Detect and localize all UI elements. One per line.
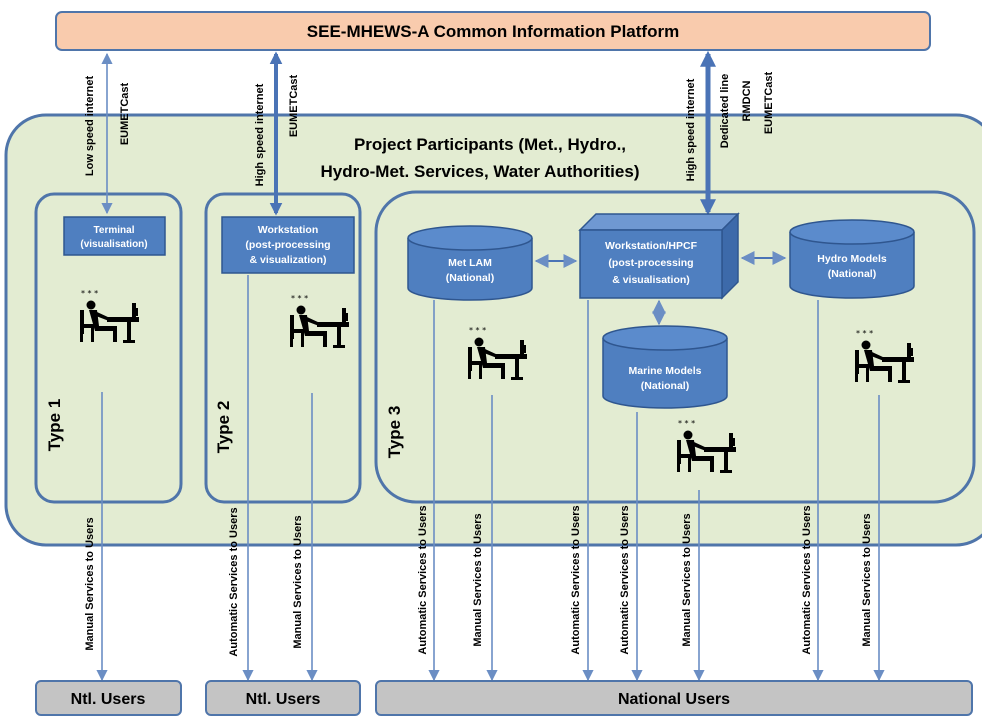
- met-lam-label: Met LAM: [448, 257, 492, 269]
- type1-label: Type 1: [45, 399, 64, 452]
- platform-title: SEE-MHEWS-A Common Information Platform: [307, 22, 679, 41]
- workstation-sublabel1: (post-processing: [245, 239, 330, 251]
- workstation-node: [221, 216, 355, 274]
- terminal-label: Terminal: [94, 225, 135, 236]
- terminal-sublabel: (visualisation): [80, 239, 147, 250]
- hydro-manual-label: Manual Services to Users: [861, 513, 873, 646]
- type1-manual-label: Manual Services to Users: [84, 517, 96, 650]
- hydro-models-label: Hydro Models: [817, 253, 887, 265]
- participants-title-line2: Hydro-Met. Services, Water Authorities): [321, 162, 640, 181]
- hydro-models-sublabel: (National): [828, 268, 876, 280]
- hydro-models-node: Hydro Models (National): [789, 219, 915, 299]
- ntl-users-label-1: Ntl. Users: [71, 691, 146, 708]
- type3-dedicated-label: Dedicated line: [719, 74, 731, 149]
- type2-label: Type 2: [214, 401, 233, 454]
- type1-low-speed-label: Low speed internet: [84, 76, 96, 177]
- hydro-automatic-label: Automatic Services to Users: [801, 505, 813, 654]
- hpcf-node: Workstation/HPCF (post-processing & visu…: [578, 212, 740, 300]
- type2-high-speed-label: High speed internet: [254, 83, 266, 186]
- workstation-label: Workstation: [258, 224, 318, 236]
- ntl-users-box-1: [35, 680, 182, 716]
- hpcf-sublabel1: (post-processing: [608, 257, 693, 269]
- workstation-sublabel2: & visualization): [249, 254, 326, 266]
- ntl-users-label-2: Ntl. Users: [246, 691, 321, 708]
- marine-models-node: Marine Models (National): [602, 325, 728, 409]
- type2-automatic-label: Automatic Services to Users: [228, 507, 240, 656]
- type3-label: Type 3: [385, 406, 404, 459]
- marine-automatic-label: Automatic Services to Users: [619, 505, 631, 654]
- metlam-automatic-label: Automatic Services to Users: [417, 505, 429, 654]
- marine-manual-label: Manual Services to Users: [681, 513, 693, 646]
- hpcf-automatic-label: Automatic Services to Users: [570, 505, 582, 654]
- met-lam-node: Met LAM (National): [407, 225, 533, 301]
- marine-models-label: Marine Models: [629, 365, 702, 377]
- type2-manual-label: Manual Services to Users: [292, 515, 304, 648]
- marine-models-sublabel: (National): [641, 380, 689, 392]
- metlam-manual-label: Manual Services to Users: [472, 513, 484, 646]
- type3-rmdcn-label: RMDCN: [741, 80, 753, 121]
- met-lam-sublabel: (National): [446, 272, 494, 284]
- national-users-label: National Users: [618, 691, 730, 708]
- type2-eumetcast-label: EUMETCast: [288, 74, 300, 137]
- hpcf-label: Workstation/HPCF: [605, 240, 698, 252]
- terminal-node: [63, 216, 166, 256]
- national-users-box: [375, 680, 973, 716]
- type1-eumetcast-label: EUMETCast: [119, 82, 131, 145]
- type3-eumetcast-label: EUMETCast: [763, 71, 775, 134]
- platform-bar: [55, 11, 931, 51]
- hpcf-sublabel2: & visualisation): [612, 274, 690, 286]
- type3-high-speed-label: High speed internet: [685, 78, 697, 181]
- participants-title: Project Participants (Met., Hydro.,: [354, 135, 626, 154]
- ntl-users-box-2: [205, 680, 361, 716]
